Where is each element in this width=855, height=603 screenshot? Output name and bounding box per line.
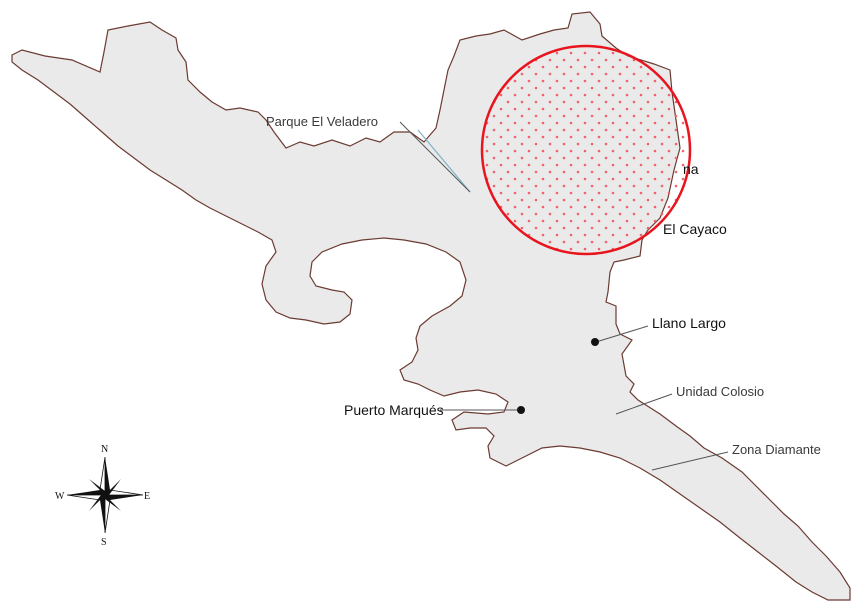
compass-e: E [144, 491, 150, 502]
label-parque-el-veladero[interactable]: Parque El Veladero [266, 114, 378, 129]
risk-zone-outline[interactable] [480, 44, 692, 256]
leader-llano [595, 325, 649, 343]
label-llano-largo[interactable]: Llano Largo [652, 315, 726, 331]
compass-s: S [101, 537, 107, 548]
land-area [11, 11, 851, 601]
leader-parque [399, 121, 471, 193]
label-unidad-colosio[interactable]: Unidad Colosio [676, 384, 764, 399]
risk-zone-fill [482, 46, 690, 254]
stream-line [417, 129, 471, 193]
label-partial-na: na [683, 161, 699, 177]
compass-rose-icon [66, 456, 144, 534]
leader-diamante [651, 451, 729, 471]
leader-colosio [615, 393, 673, 415]
point-puerto-marques[interactable] [517, 406, 525, 414]
compass-w: W [55, 491, 65, 502]
label-puerto-marques[interactable]: Puerto Marqués [344, 402, 444, 418]
compass-n: N [101, 444, 108, 455]
point-llano-largo[interactable] [591, 338, 599, 346]
label-zona-diamante[interactable]: Zona Diamante [732, 442, 821, 457]
label-el-cayaco[interactable]: El Cayaco [663, 221, 727, 237]
